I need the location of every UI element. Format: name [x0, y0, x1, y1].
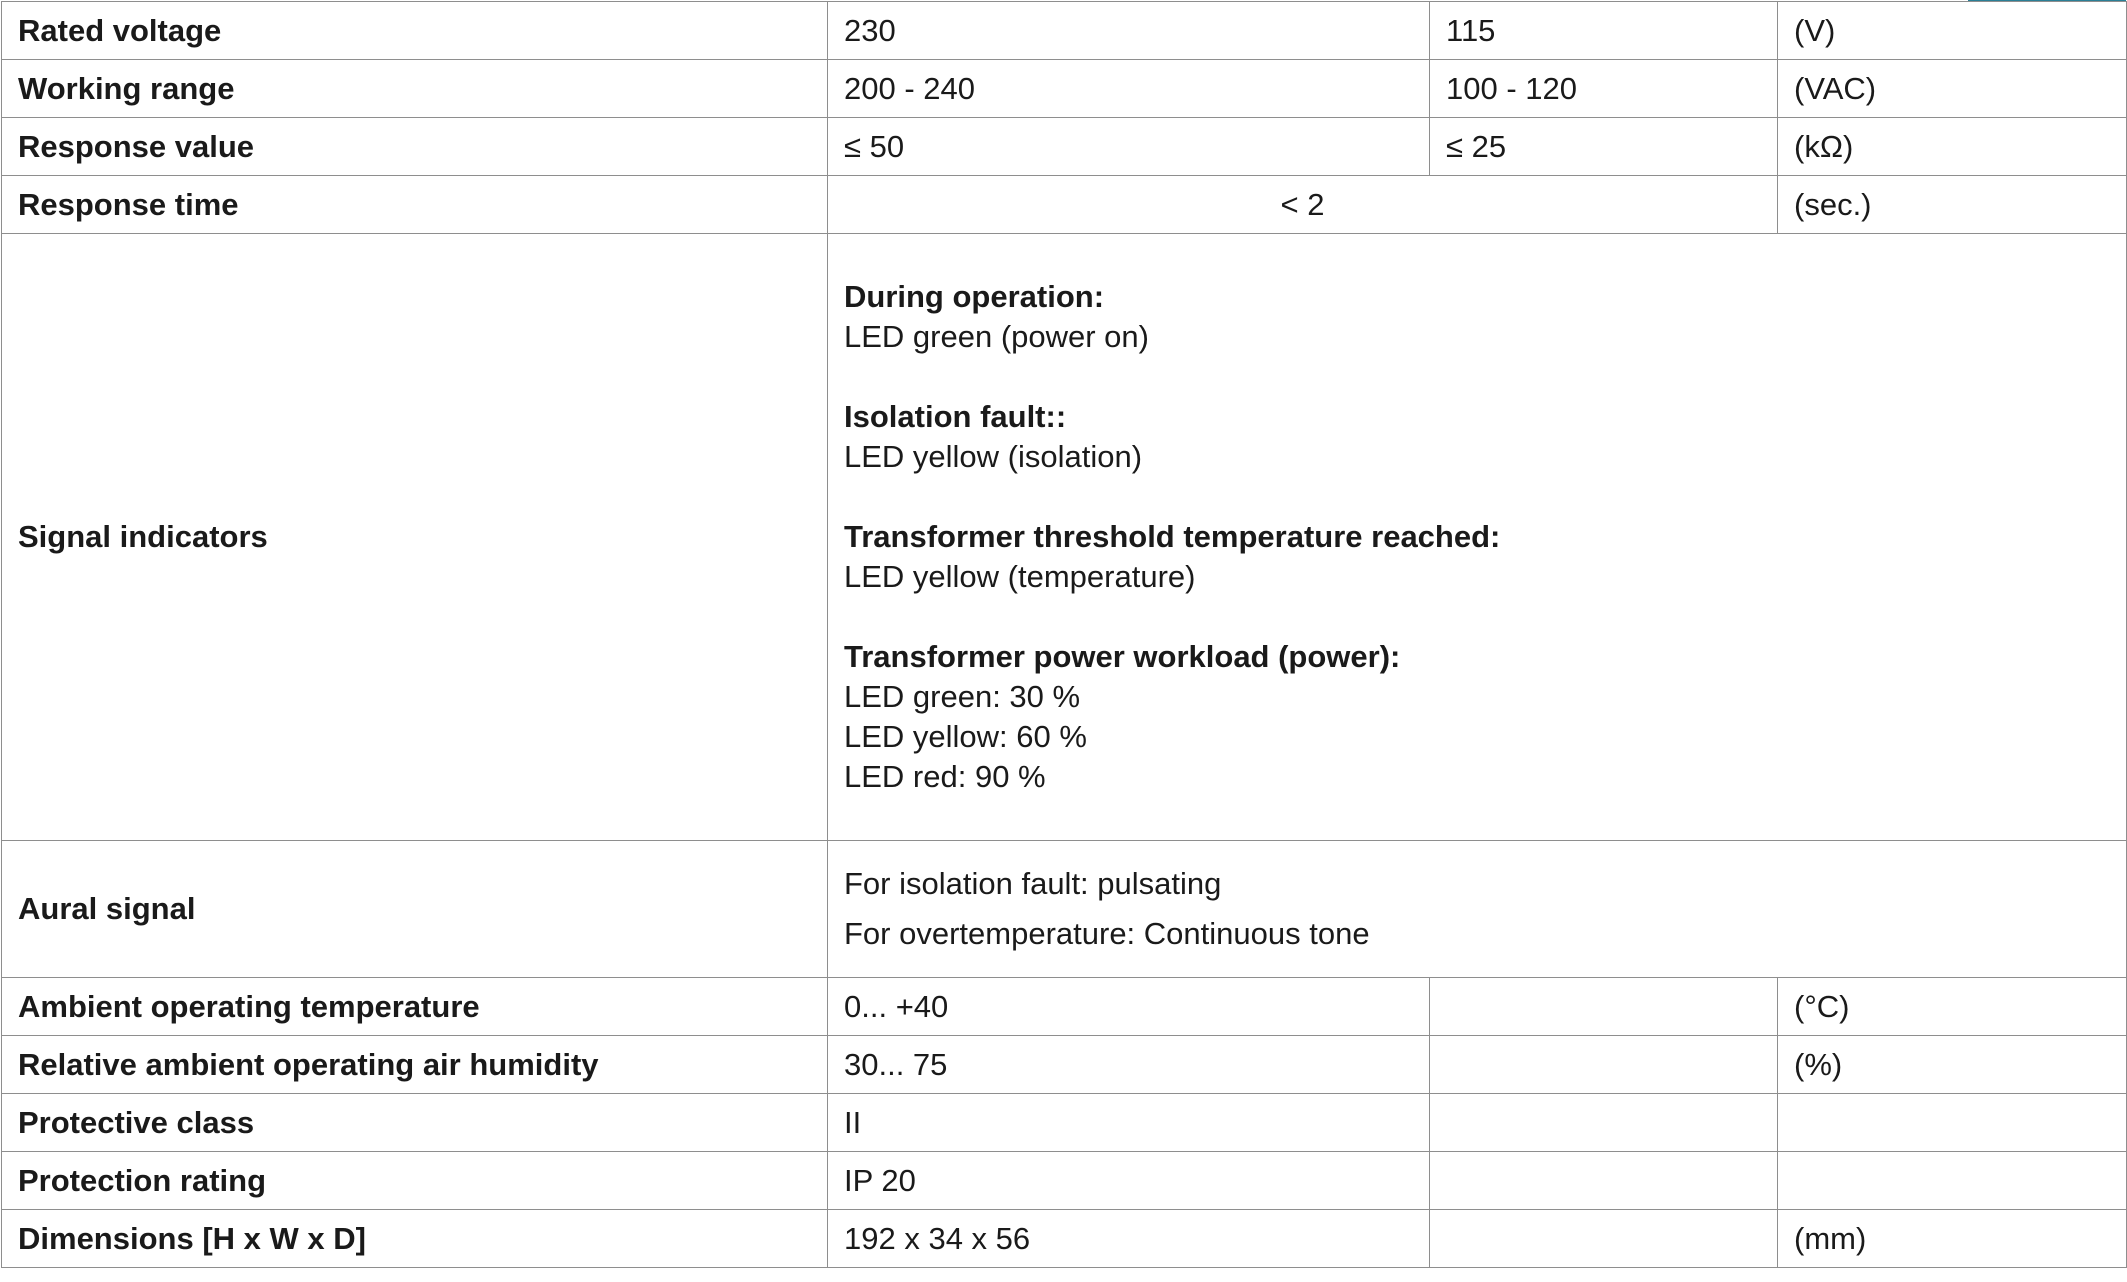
unit-cell: [1777, 1093, 2127, 1152]
value-115v: 115: [1429, 1, 1778, 60]
row-label: Dimensions [H x W x D]: [1, 1209, 828, 1268]
empty-cell: [1429, 1093, 1778, 1152]
empty-cell: [1429, 977, 1778, 1036]
signal-line: LED green: 30 %: [844, 679, 1081, 714]
table-row-aural-signal: Aural signal For isolation fault: pulsat…: [1, 840, 2127, 978]
signal-line: LED yellow (temperature): [844, 559, 1196, 594]
table-row-protective-class: Protective class II: [1, 1093, 2127, 1152]
empty-cell: [1429, 1035, 1778, 1094]
row-label: Ambient operating temperature: [1, 977, 828, 1036]
row-label: Working range: [1, 59, 828, 118]
signal-group-isolation-fault: Isolation fault:: LED yellow (isolation): [844, 397, 2110, 477]
unit-cell: (%): [1777, 1035, 2127, 1094]
row-label: Relative ambient operating air humidity: [1, 1035, 828, 1094]
value-cell: IP 20: [827, 1151, 1430, 1210]
row-label: Signal indicators: [1, 233, 828, 841]
row-label: Response time: [1, 175, 828, 234]
table-row-working-range: Working range 200 - 240 100 - 120 (VAC): [1, 59, 2127, 118]
response-time-value: < 2: [827, 175, 1778, 234]
signal-group-title: Transformer power workload (power):: [844, 639, 1401, 674]
row-label: Protective class: [1, 1093, 828, 1152]
signal-line: LED red: 90 %: [844, 759, 1046, 794]
table-row-response-time: Response time < 2 (sec.): [1, 175, 2127, 234]
signal-indicators-cell: During operation: LED green (power on) I…: [827, 233, 2127, 841]
table-row-protection-rating: Protection rating IP 20: [1, 1151, 2127, 1210]
signal-group-title: During operation:: [844, 279, 1105, 314]
aural-line: For overtemperature: Continuous tone: [844, 916, 1370, 951]
signal-line: LED yellow (isolation): [844, 439, 1143, 474]
value-cell: II: [827, 1093, 1430, 1152]
value-cell: 192 x 34 x 56: [827, 1209, 1430, 1268]
row-label: Aural signal: [1, 840, 828, 978]
row-label: Rated voltage: [1, 1, 828, 60]
signal-line: LED green (power on): [844, 319, 1149, 354]
unit-cell: (sec.): [1777, 175, 2127, 234]
value-230v: ≤ 50: [827, 117, 1430, 176]
empty-cell: [1429, 1151, 1778, 1210]
value-230v: 200 - 240: [827, 59, 1430, 118]
table-row-air-humidity: Relative ambient operating air humidity …: [1, 1035, 2127, 1094]
value-115v: ≤ 25: [1429, 117, 1778, 176]
unit-cell: (kΩ): [1777, 117, 2127, 176]
row-label: Response value: [1, 117, 828, 176]
unit-cell: [1777, 1151, 2127, 1210]
table-row-ambient-temperature: Ambient operating temperature 0... +40 (…: [1, 977, 2127, 1036]
empty-cell: [1429, 1209, 1778, 1268]
table-row-response-value: Response value ≤ 50 ≤ 25 (kΩ): [1, 117, 2127, 176]
signal-group-title: Transformer threshold temperature reache…: [844, 519, 1501, 554]
value-cell: 0... +40: [827, 977, 1430, 1036]
value-230v: 230: [827, 1, 1430, 60]
signal-group-title: Isolation fault::: [844, 399, 1067, 434]
unit-cell: (mm): [1777, 1209, 2127, 1268]
value-115v: 100 - 120: [1429, 59, 1778, 118]
aural-signal-cell: For isolation fault: pulsating For overt…: [827, 840, 2127, 978]
unit-cell: (°C): [1777, 977, 2127, 1036]
signal-line: LED yellow: 60 %: [844, 719, 1087, 754]
table-row-signal-indicators: Signal indicators During operation: LED …: [1, 233, 2127, 841]
signal-group-temperature: Transformer threshold temperature reache…: [844, 517, 2110, 597]
row-label: Protection rating: [1, 1151, 828, 1210]
unit-cell: (V): [1777, 1, 2127, 60]
signal-group-power-workload: Transformer power workload (power): LED …: [844, 637, 2110, 797]
value-cell: 30... 75: [827, 1035, 1430, 1094]
aural-line: For isolation fault: pulsating: [844, 866, 1222, 901]
unit-cell: (VAC): [1777, 59, 2127, 118]
table-row-dimensions: Dimensions [H x W x D] 192 x 34 x 56 (mm…: [1, 1209, 2127, 1268]
signal-group-operation: During operation: LED green (power on): [844, 277, 2110, 357]
table-row-rated-voltage: Rated voltage 230 115 (V): [1, 1, 2127, 60]
